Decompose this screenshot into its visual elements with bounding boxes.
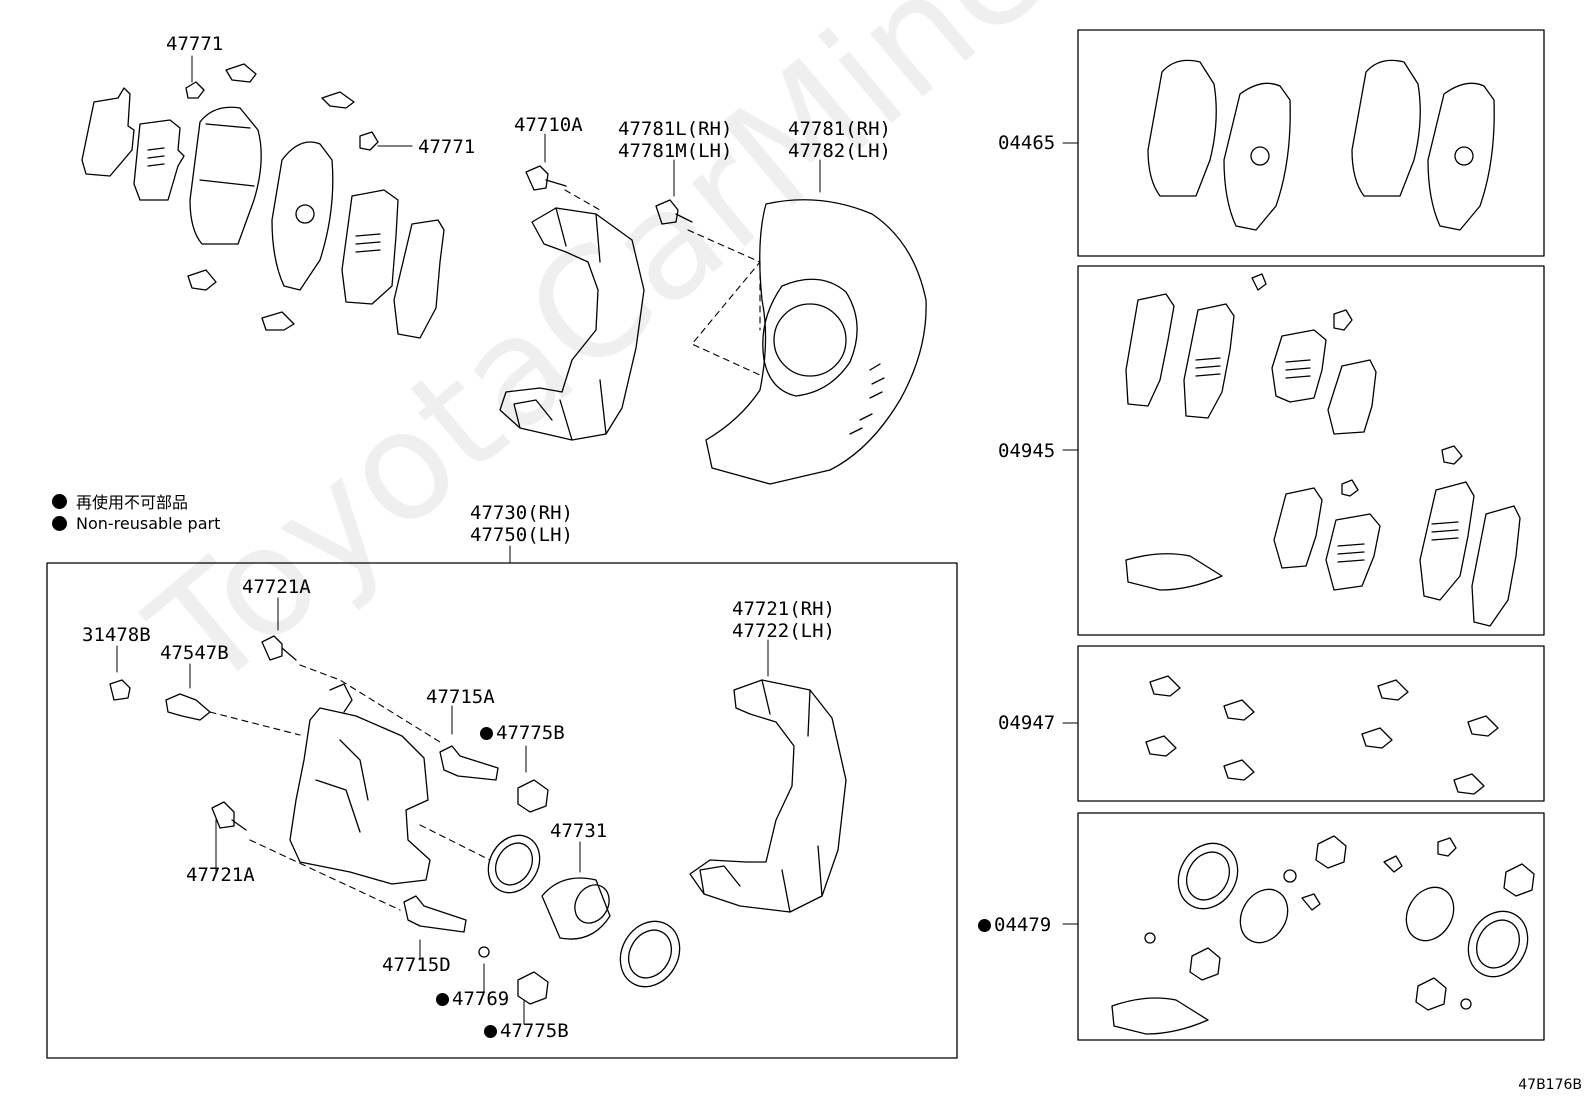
kit-box-04945	[1077, 265, 1545, 636]
caliper-bracket-top	[499, 165, 645, 441]
label-47769: 47769	[436, 988, 509, 1010]
legend-jp: 再使用不可部品	[52, 489, 188, 513]
label-47721a-bottom: 47721A	[186, 864, 255, 886]
label-47775b-bottom: 47775B	[484, 1020, 569, 1042]
label-47775b-bottom-text: 47775B	[500, 1020, 569, 1042]
label-47715d: 47715D	[382, 954, 451, 976]
label-47782-lh: 47782(LH)	[788, 140, 891, 162]
assembly-dash-lines	[209, 189, 763, 911]
label-31478b: 31478B	[82, 624, 151, 646]
label-47547b: 47547B	[160, 642, 229, 664]
caliper-body	[289, 683, 431, 885]
label-47769-text: 47769	[452, 988, 510, 1010]
label-47781-rh: 47781(RH)	[788, 118, 891, 140]
label-04479: 04479	[978, 914, 1051, 936]
label-47771-top: 47771	[166, 33, 224, 55]
label-47775b-top: 47775B	[480, 722, 565, 744]
disc-dust-shield	[705, 199, 927, 485]
label-04947: 04947	[998, 712, 1056, 734]
label-47721a-top: 47721A	[242, 576, 311, 598]
label-47721-rh: 47721(RH)	[732, 598, 835, 620]
figure-id: 47B176B	[1518, 1077, 1582, 1093]
non-reusable-dot-icon	[436, 993, 449, 1006]
leader-lines	[116, 55, 1079, 1025]
non-reusable-dot-icon	[484, 1025, 497, 1038]
label-47775b-top-text: 47775B	[496, 722, 565, 744]
kit-box-04465	[1077, 29, 1545, 257]
kit-box-04479	[1077, 812, 1545, 1041]
kit-04465-pads	[1147, 59, 1495, 231]
small-parts-box	[109, 635, 681, 1005]
legend-en-text: Non-reusable part	[76, 514, 221, 533]
label-47710a: 47710A	[514, 114, 583, 136]
label-47781m: 47781M(LH)	[618, 140, 733, 162]
legend-jp-text: 再使用不可部品	[76, 493, 189, 512]
kit-04945-shims	[1125, 273, 1521, 627]
bullet-icon	[52, 493, 67, 509]
label-04479-text: 04479	[994, 914, 1052, 936]
label-47715a: 47715A	[426, 686, 495, 708]
label-47771-right: 47771	[418, 136, 476, 158]
caliper-assembly-box	[46, 562, 958, 1059]
kit-04479-seals	[1111, 835, 1535, 1035]
pad-set-top-left	[81, 63, 445, 339]
label-47722-lh: 47722(LH)	[732, 620, 835, 642]
bolt-47781	[655, 199, 693, 225]
label-47730: 47730(RH)	[470, 502, 573, 524]
legend-en: Non-reusable part	[52, 514, 220, 533]
label-04465: 04465	[998, 132, 1056, 154]
kit-04947-clips	[1145, 675, 1499, 795]
label-47731: 47731	[550, 820, 608, 842]
non-reusable-dot-icon	[480, 727, 493, 740]
label-47781l: 47781L(RH)	[618, 118, 733, 140]
label-04945: 04945	[998, 440, 1056, 462]
bullet-icon	[52, 516, 67, 531]
caliper-bracket-box	[689, 679, 847, 913]
non-reusable-dot-icon	[978, 919, 991, 932]
kit-box-04947	[1077, 645, 1545, 802]
label-47750: 47750(LH)	[470, 524, 573, 546]
